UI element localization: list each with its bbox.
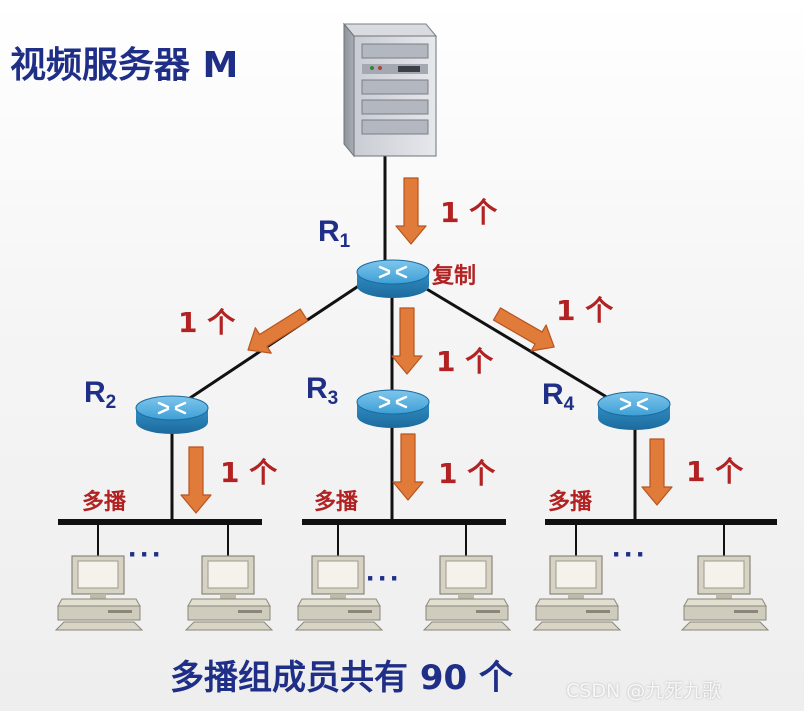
router-label-r2: R2 — [84, 376, 117, 413]
router-icon-r3 — [356, 389, 430, 428]
pc-icon — [294, 555, 384, 631]
arrow-server-r1 — [395, 177, 427, 245]
flow-label-r4-lan: 1 个 — [686, 455, 744, 488]
replicate-label: 复制 — [432, 264, 477, 289]
ellipsis-lan-3: ··· — [612, 538, 648, 571]
pc-icons — [54, 555, 770, 631]
ellipsis-lan-2: ··· — [366, 562, 402, 595]
flow-label-r1-r3: 1 个 — [436, 345, 494, 378]
lan-bus-3 — [545, 519, 777, 525]
flow-arrows — [180, 177, 673, 514]
links — [170, 156, 637, 522]
lan-bus-1 — [58, 519, 262, 525]
page-title: 视频服务器 M — [10, 45, 239, 86]
flow-label-r2-lan: 1 个 — [220, 456, 278, 489]
flow-label-r1-r2: 1 个 — [178, 306, 236, 339]
flow-label-server-r1: 1 个 — [440, 196, 498, 229]
lan-label-3: 多播 — [548, 490, 593, 515]
flow-label-r3-lan: 1 个 — [438, 457, 496, 490]
router-label-r1: R1 — [318, 215, 351, 252]
arrow-r1-r3 — [391, 307, 423, 375]
router-icon-r4 — [597, 391, 671, 430]
lan-bus-2 — [302, 519, 506, 525]
lan-label-1: 多播 — [82, 490, 127, 515]
link-r1-r4 — [419, 283, 616, 404]
arrow-r3-lan — [392, 433, 424, 501]
member-count-caption: 多播组成员共有 90 个 — [170, 658, 513, 698]
pc-icon — [532, 555, 622, 631]
arrow-r2-lan — [180, 446, 212, 514]
pc-icon — [422, 555, 512, 631]
pc-icon — [184, 555, 274, 631]
router-label-r4: R4 — [542, 378, 575, 415]
lan-buses — [58, 519, 777, 525]
arrow-r1-r2 — [247, 308, 309, 354]
arrow-r4-lan — [641, 438, 673, 506]
server-icon — [342, 22, 438, 158]
pc-drops — [97, 525, 725, 558]
ellipsis-lan-1: ··· — [128, 538, 164, 571]
lan-label-2: 多播 — [314, 490, 359, 515]
arrow-r1-r4 — [492, 307, 555, 352]
watermark: CSDN @九死九歌 — [566, 680, 722, 702]
router-icon-r1 — [356, 259, 430, 298]
pc-icon — [680, 555, 770, 631]
flow-label-r1-r4: 1 个 — [556, 294, 614, 327]
pc-icon — [54, 555, 144, 631]
router-label-r3: R3 — [306, 372, 339, 409]
router-icon-r2 — [135, 395, 209, 434]
